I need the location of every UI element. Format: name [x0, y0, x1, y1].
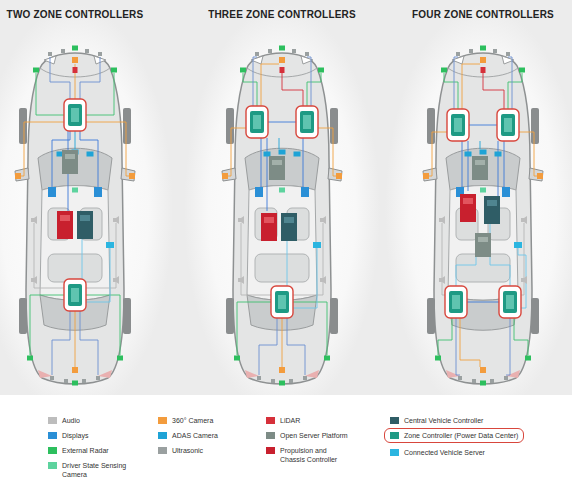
- zone-controller: [499, 286, 521, 318]
- legend-text: 360° Camera: [172, 416, 213, 425]
- car-three-zone: [222, 46, 342, 386]
- propulsion-controller: [261, 213, 277, 241]
- car-two-zone: [15, 46, 135, 386]
- legend-item: Driver State Sensing Camera: [48, 461, 134, 479]
- legend-swatch: [158, 432, 167, 439]
- zone-controller: [64, 99, 86, 131]
- legend-text: Driver State Sensing Camera: [62, 461, 134, 479]
- wiring: [21, 57, 129, 375]
- legend-item: Displays: [48, 431, 88, 440]
- legend-swatch: [48, 432, 57, 439]
- sensor-set: [15, 46, 135, 386]
- central-vehicle-controller: [281, 213, 297, 241]
- legend-swatch: [158, 417, 167, 424]
- zone-controller: [296, 106, 318, 138]
- legend-text: Zone Controller (Power Data Center): [404, 431, 518, 440]
- zone-controller: [246, 106, 268, 138]
- legend-item: 360° Camera: [158, 416, 213, 425]
- wiring: [429, 57, 537, 375]
- car-four-zone: [423, 46, 543, 386]
- legend-swatch: [390, 417, 399, 424]
- legend-item: Ultrasonic: [158, 446, 203, 455]
- legend-ground: [0, 395, 572, 481]
- legend-text: Displays: [62, 431, 88, 440]
- legend-swatch: [390, 449, 399, 456]
- zone-controller: [497, 109, 519, 141]
- legend-item: Zone Controller (Power Data Center): [384, 428, 524, 443]
- column-heading: THREE ZONE CONTROLLERS: [208, 9, 356, 20]
- open-server-platform: [472, 156, 488, 180]
- legend-item: Central Vehicle Controller: [390, 416, 483, 425]
- legend-text: Audio: [62, 416, 80, 425]
- zone-controller: [445, 286, 467, 318]
- legend-item: Audio: [48, 416, 80, 425]
- legend-item: LiDAR: [266, 416, 300, 425]
- legend-swatch: [266, 417, 275, 424]
- central-vehicle-controller: [77, 211, 93, 239]
- zone-controller: [271, 286, 293, 318]
- wiring: [228, 57, 336, 375]
- legend-swatch: [48, 462, 57, 469]
- zone-controller: [447, 109, 469, 141]
- legend-swatch: [48, 417, 57, 424]
- legend-text: Central Vehicle Controller: [404, 416, 483, 425]
- legend-item: Connected Vehicle Server: [390, 448, 485, 457]
- column-heading: TWO ZONE CONTROLLERS: [7, 9, 144, 20]
- open-server-platform: [269, 156, 285, 180]
- zone-controller: [64, 279, 86, 311]
- propulsion-controller: [460, 194, 476, 222]
- legend-swatch: [48, 447, 57, 454]
- legend-text: Open Server Platform: [280, 431, 348, 440]
- propulsion-controller: [57, 211, 73, 239]
- legend-text: LiDAR: [280, 416, 300, 425]
- sensor-set: [222, 46, 342, 386]
- panel-glow: [0, 5, 173, 415]
- legend-swatch: [266, 432, 275, 439]
- panel-glow: [385, 5, 572, 415]
- panel-glow: [184, 5, 380, 415]
- central-vehicle-controller: [484, 196, 500, 224]
- legend-item: ADAS Camera: [158, 431, 218, 440]
- legend-text: ADAS Camera: [172, 431, 218, 440]
- open-server-platform: [475, 233, 491, 257]
- legend-text: Propulsion and Chassis Controller: [280, 446, 342, 464]
- legend-text: Ultrasonic: [172, 446, 203, 455]
- legend-item: Propulsion and Chassis Controller: [266, 446, 342, 464]
- legend-swatch: [390, 432, 399, 439]
- legend-swatch: [266, 447, 275, 454]
- legend-text: External Radar: [62, 446, 109, 455]
- open-server-platform: [62, 150, 78, 174]
- column-heading: FOUR ZONE CONTROLLERS: [412, 9, 554, 20]
- sensor-set: [423, 46, 543, 386]
- backdrop: [0, 0, 572, 395]
- legend-swatch: [158, 447, 167, 454]
- legend-item: Open Server Platform: [266, 431, 348, 440]
- legend-item: External Radar: [48, 446, 109, 455]
- legend-text: Connected Vehicle Server: [404, 448, 485, 457]
